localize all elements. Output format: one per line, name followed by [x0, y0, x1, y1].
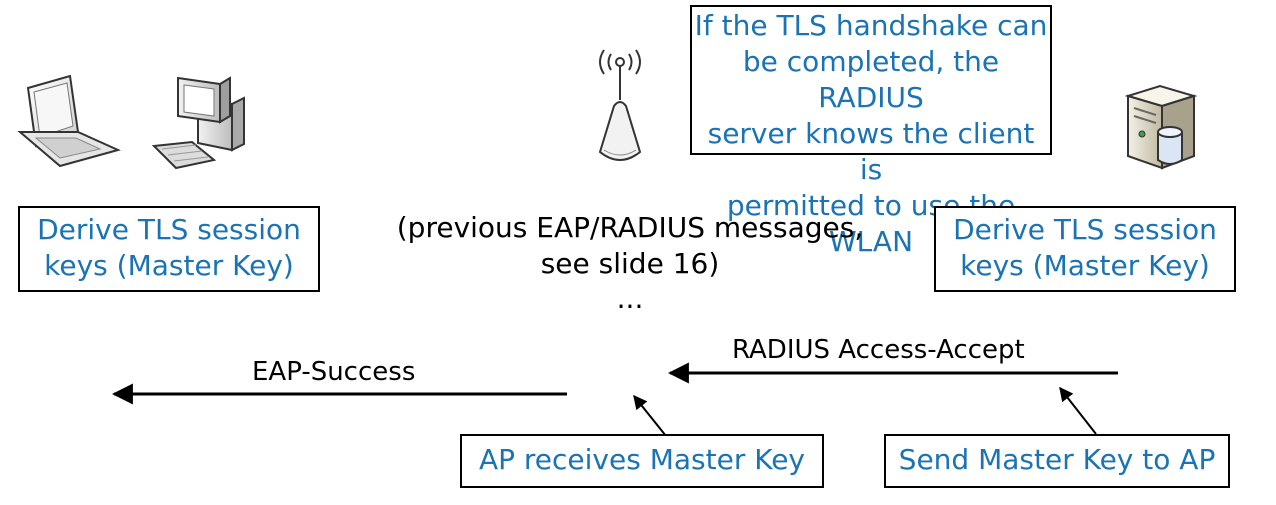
callout-line-2: be completed, the RADIUS	[742, 45, 1000, 114]
client-box-line-2: keys (Master Key)	[44, 249, 294, 282]
previous-messages-ellipsis: ...	[616, 282, 644, 315]
client-derive-keys-box: Derive TLS session keys (Master Key)	[18, 206, 320, 292]
send-master-key-box: Send Master Key to AP	[884, 434, 1230, 488]
server-box-line-2: keys (Master Key)	[960, 249, 1210, 282]
server-tower-icon	[1124, 84, 1198, 170]
callout-line-3: server knows the client is	[707, 117, 1035, 186]
server-derive-keys-box: Derive TLS session keys (Master Key)	[934, 206, 1236, 292]
callout-line-4: permitted to use the WLAN	[726, 189, 1016, 258]
callout-line-1: If the TLS handshake can	[694, 9, 1048, 42]
radius-accept-label: RADIUS Access-Accept	[732, 335, 1025, 365]
server-box-line-1: Derive TLS session	[953, 213, 1217, 246]
previous-messages-note: (previous EAP/RADIUS messages, see slide…	[340, 210, 920, 314]
send-box-pointer	[1059, 386, 1097, 435]
previous-messages-line-1: (previous EAP/RADIUS messages,	[396, 211, 864, 244]
laptop-and-desktop-icon	[17, 74, 245, 170]
send-master-key-label: Send Master Key to AP	[898, 443, 1216, 476]
previous-messages-line-2: see slide 16)	[540, 247, 720, 280]
ap-receives-key-label: AP receives Master Key	[478, 443, 806, 476]
tls-handshake-callout: If the TLS handshake can be completed, t…	[690, 5, 1052, 258]
wireless-access-point-icon	[598, 49, 642, 161]
ap-box-pointer	[633, 394, 667, 437]
eap-success-label: EAP-Success	[252, 357, 416, 387]
client-box-line-1: Derive TLS session	[37, 213, 301, 246]
ap-receives-key-box: AP receives Master Key	[460, 434, 824, 488]
